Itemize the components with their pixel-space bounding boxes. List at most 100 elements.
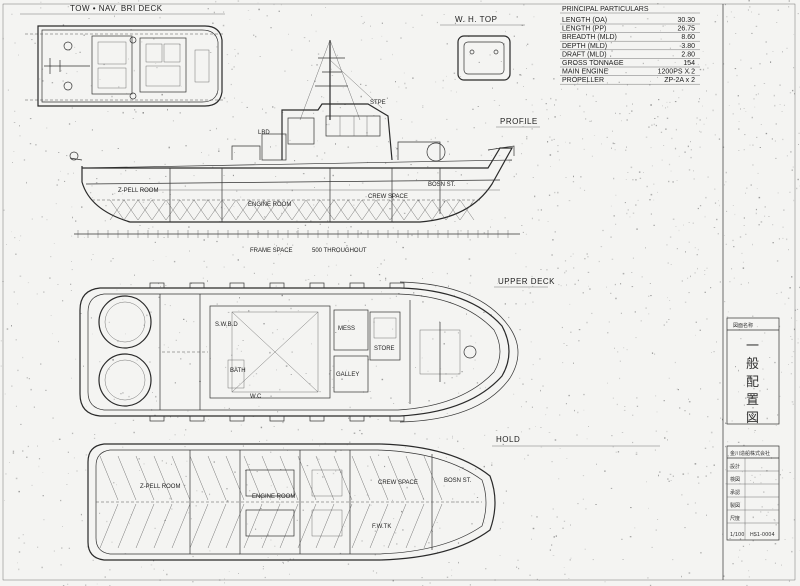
speckle (589, 120, 591, 122)
speckle (79, 51, 81, 53)
speckle (557, 145, 559, 147)
speckle (582, 498, 584, 500)
speckle (242, 340, 244, 341)
speckle (670, 264, 672, 265)
speckle (557, 150, 559, 153)
speckle (454, 221, 456, 222)
speckle (347, 563, 350, 565)
speckle (37, 445, 38, 447)
speckle (474, 359, 476, 361)
speckle (251, 250, 254, 252)
speckle (163, 569, 164, 571)
speckle (666, 244, 668, 246)
speckle (457, 542, 460, 544)
speckle (694, 69, 695, 71)
speckle (122, 111, 124, 114)
speckle (625, 93, 627, 95)
speckle (576, 434, 578, 436)
speckle (141, 566, 142, 568)
speckle (792, 351, 795, 353)
speckle (648, 507, 649, 510)
speckle (660, 30, 661, 32)
speckle (155, 63, 157, 64)
speckle (83, 365, 84, 367)
speckle (177, 416, 179, 418)
speckle (569, 559, 571, 561)
speckle (38, 458, 41, 460)
speckle (377, 267, 379, 268)
speckle (615, 194, 617, 196)
speckle (473, 368, 474, 370)
speckle (454, 294, 455, 296)
speckle (706, 514, 707, 516)
speckle (615, 451, 618, 453)
speckle (551, 139, 553, 141)
speckle (697, 207, 699, 210)
speckle (379, 280, 381, 282)
section-title-principal: PRINCIPAL PARTICULARS (562, 6, 649, 13)
title-block-row-label: 承認 (730, 489, 740, 496)
speckle (360, 95, 362, 98)
speckle (270, 395, 272, 397)
speckle (377, 419, 379, 420)
speckle (386, 97, 388, 99)
speckle (192, 581, 194, 583)
speckle (443, 485, 445, 487)
fender-block (349, 415, 365, 422)
speckle (524, 303, 527, 305)
speckle (66, 484, 68, 485)
speckle (732, 239, 734, 242)
speckle (499, 555, 501, 556)
speckle (762, 368, 764, 370)
speckle (794, 93, 795, 95)
speckle (704, 274, 706, 275)
title-char-4: 置 (746, 393, 759, 408)
speckle (739, 538, 742, 540)
speckle (365, 196, 367, 198)
speckle (650, 147, 652, 149)
speckle (726, 316, 729, 318)
speckle (668, 163, 671, 166)
hold-diagonal (279, 503, 299, 549)
speckle (503, 43, 505, 45)
speckle (449, 153, 450, 155)
speckle (753, 481, 754, 483)
speckle (179, 112, 181, 114)
speckle (592, 95, 594, 97)
speckle (267, 278, 269, 280)
speckle (697, 248, 699, 251)
hold-diagonal (189, 455, 209, 501)
particular-label: PROPELLER (562, 77, 604, 84)
speckle (253, 34, 255, 36)
speckle (119, 211, 120, 212)
speckle (788, 0, 790, 2)
speckle (203, 260, 205, 262)
speckle (271, 273, 273, 275)
speckle (739, 236, 742, 238)
speckle (503, 502, 505, 504)
speckle (752, 539, 754, 542)
speckle (331, 75, 334, 76)
speckle (612, 397, 614, 399)
speckle (697, 267, 698, 270)
speckle (672, 475, 674, 477)
speckle (369, 391, 371, 392)
speckle (653, 123, 655, 126)
speckle (190, 518, 192, 520)
speckle (213, 11, 215, 14)
speckle (614, 149, 616, 151)
speckle (411, 234, 413, 237)
speckle (480, 0, 482, 2)
speckle (774, 104, 776, 107)
speckle (415, 367, 416, 368)
speckle (336, 54, 338, 57)
speckle (681, 89, 684, 91)
speckle (15, 253, 17, 255)
speckle (46, 219, 48, 221)
speckle (111, 95, 113, 98)
speckle (717, 233, 719, 235)
speckle (28, 378, 30, 380)
speckle (14, 42, 16, 44)
speckle (622, 559, 624, 560)
